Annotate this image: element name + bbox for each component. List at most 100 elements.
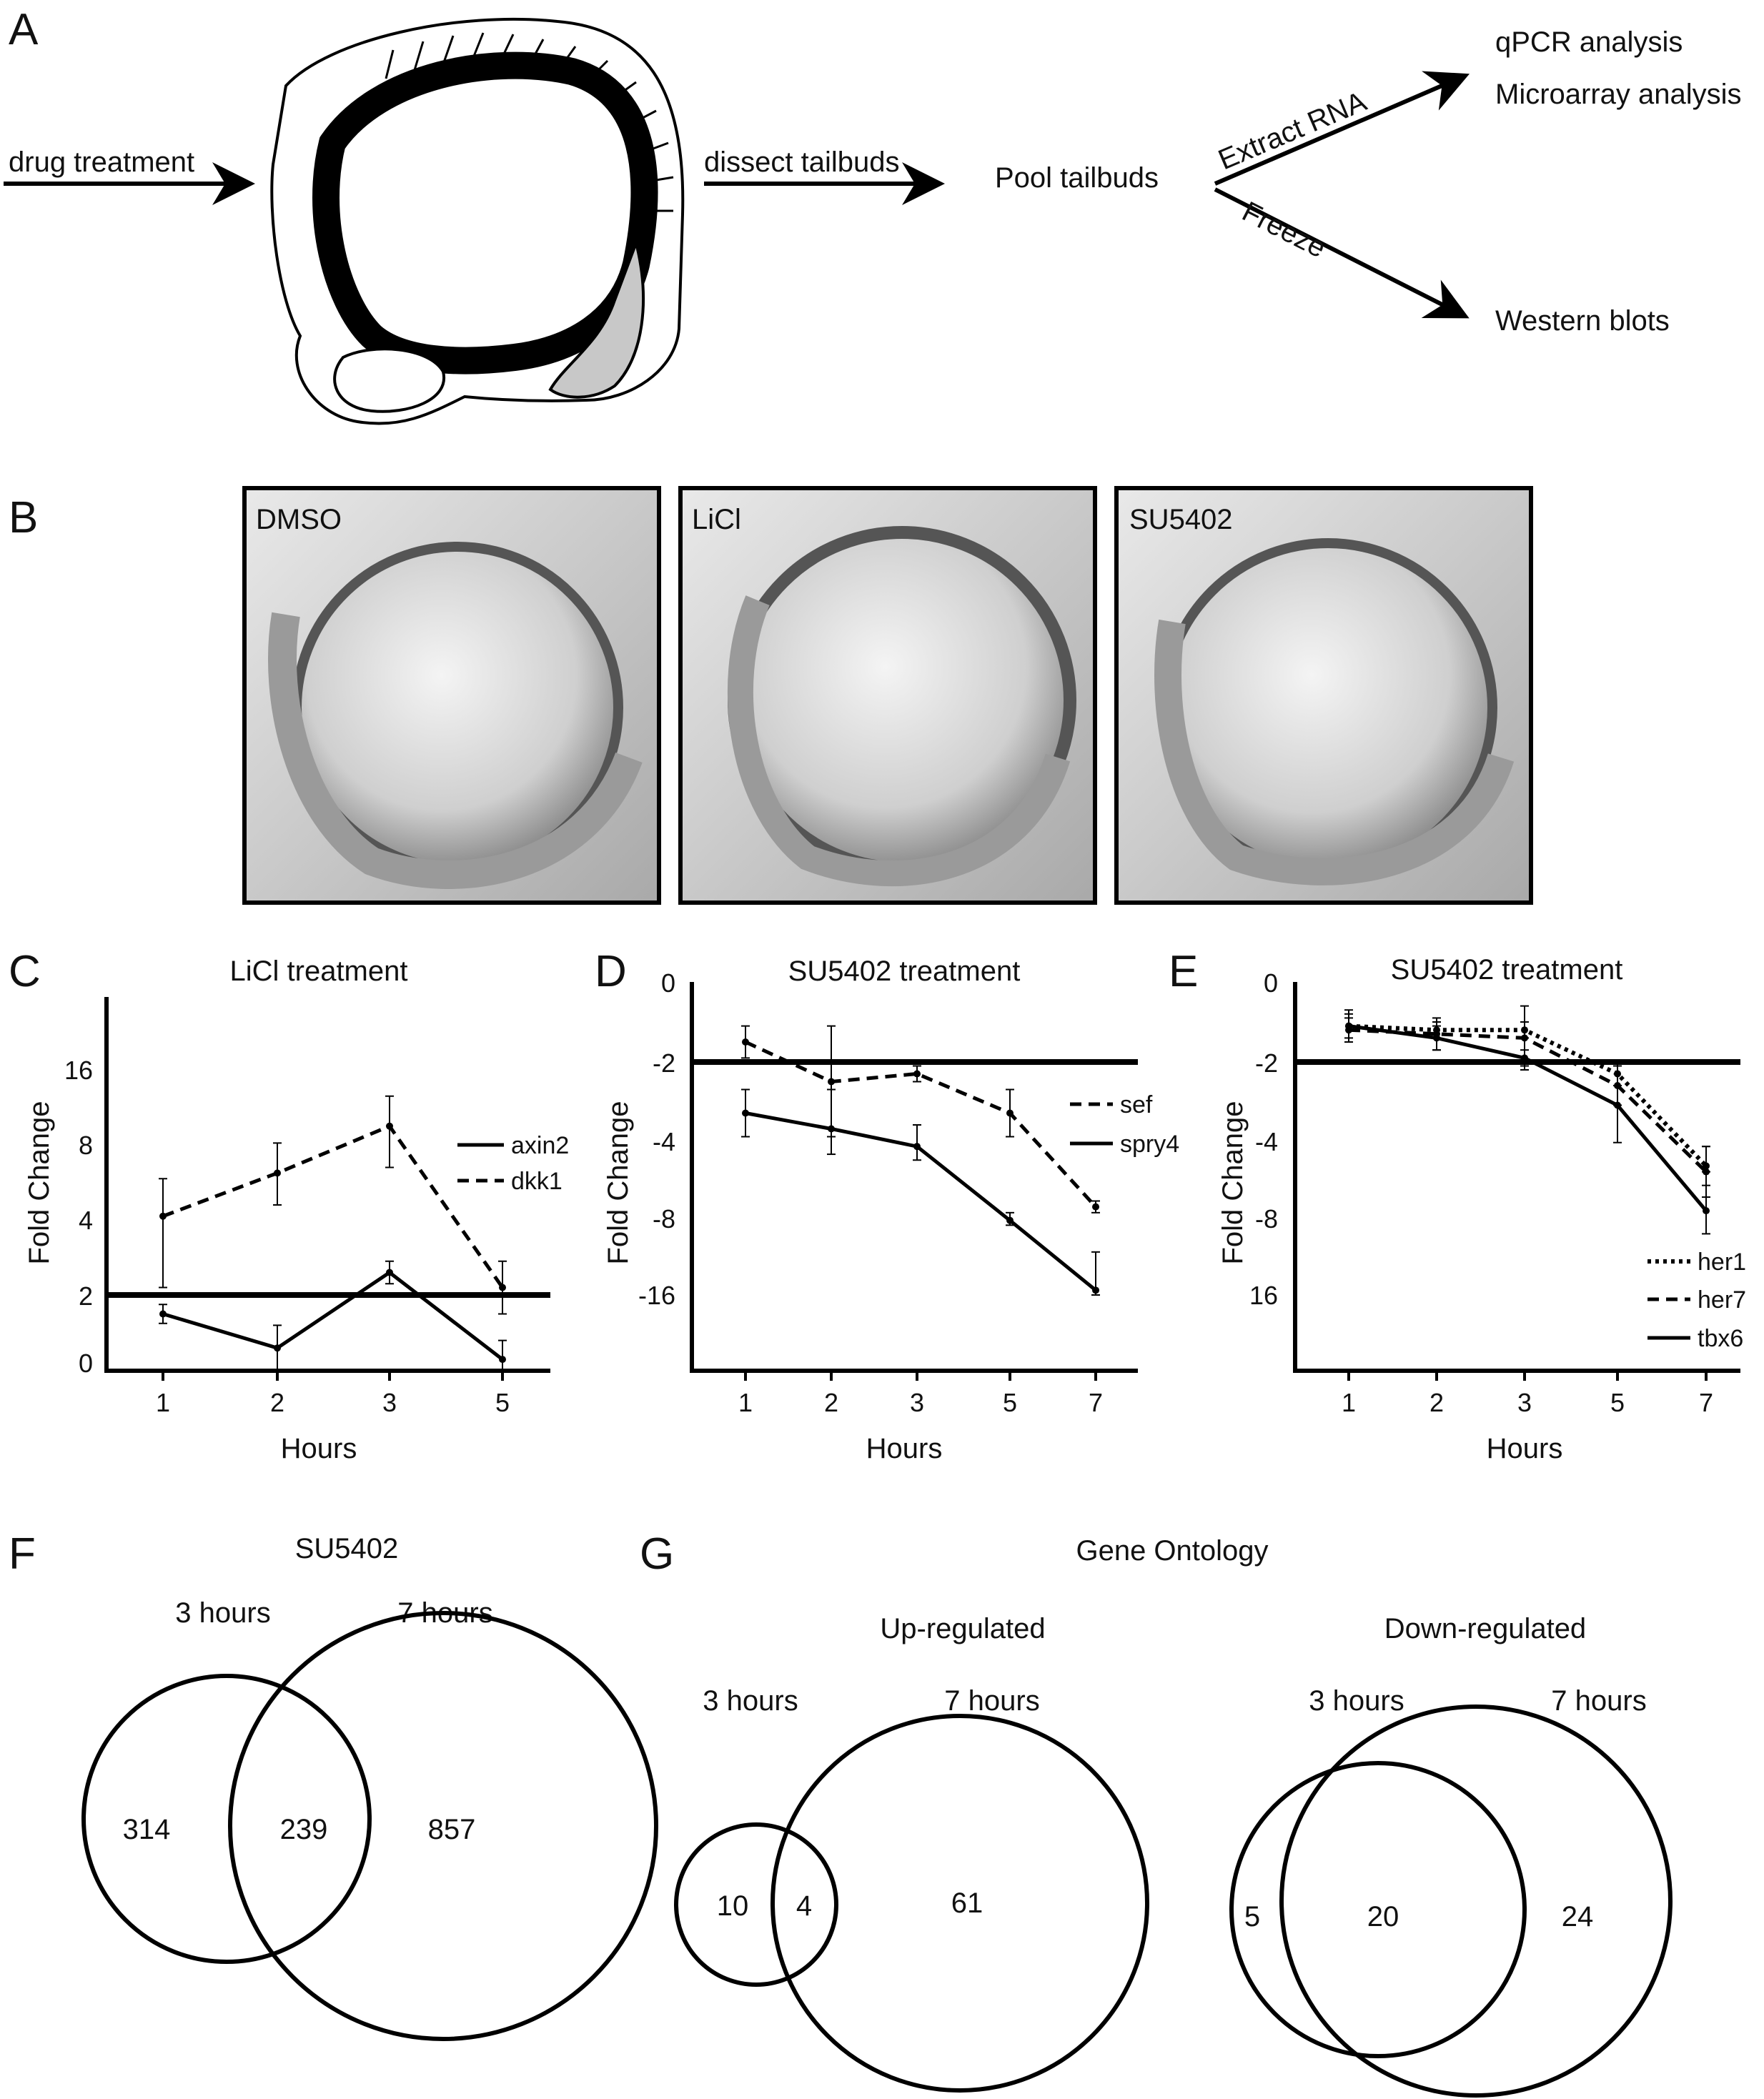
venn-g-up-heading: Up-regulated [880,1613,1045,1644]
chart-c-axin2-point [274,1344,281,1352]
chart-c-dkk1-point [159,1212,167,1220]
chart-d-title: SU5402 treatment [788,956,1021,987]
venn-g-up-right-label: 7 hours [944,1685,1039,1717]
tailbud-region [548,238,645,399]
chart-e-tbx6-point [1703,1207,1710,1215]
label-western: Western blots [1495,305,1670,337]
chart-e-xlabel: Hours [1487,1433,1563,1464]
chart-e-series-tbx6 [1348,1024,1708,1212]
chart-e-series-her7 [1348,1028,1708,1173]
chart-e-title: SU5402 treatment [1391,954,1623,986]
venn-g-down-left-label: 3 hours [1309,1685,1404,1717]
panel-label-c: C [9,947,41,996]
chart-c-series-dkk1 [162,1123,505,1289]
venn-g-down-heading: Down-regulated [1384,1613,1586,1644]
chart-d-ytick-neg4: -4 [653,1127,675,1156]
arrow-freeze [1214,187,1470,319]
venn-f-left-only: 314 [123,1814,171,1845]
chart-e-ytick-neg4: -4 [1255,1127,1278,1156]
chart-e-xtick-3: 3 [1517,1388,1532,1417]
chart-e-xtick-5: 5 [1610,1388,1625,1417]
panel-g: G Gene Ontology Up-regulated 3 hours 7 h… [640,1529,1673,2098]
chart-c-axin2-point [159,1310,167,1318]
chart-d-spry4-point [1006,1216,1014,1224]
chart-d-ylabel: Fold Change [603,1101,634,1264]
chart-d-xtick-7: 7 [1089,1388,1103,1417]
venn-f-overlap: 239 [280,1814,328,1845]
venn-g-up-right-only: 61 [951,1887,983,1919]
chart-c-xtick-1: 1 [156,1388,170,1417]
venn-f-circle-3h [81,1674,372,1964]
label-dissect-tailbuds: dissect tailbuds [704,147,899,178]
photo-label-dmso: DMSO [256,504,342,535]
chart-c-ytick-16: 16 [64,1056,93,1085]
chart-d-xtick-3: 3 [910,1388,924,1417]
chart-d-sef-point [913,1070,921,1078]
chart-d-xtick-1: 1 [738,1388,753,1417]
panel-d: D SU5402 treatment 1 2 3 5 7 0 -2 -4 -8 … [595,947,1179,1464]
label-drug-treatment: drug treatment [9,147,194,178]
chart-c-xtick-4: 5 [495,1388,510,1417]
chart-d-xticks [744,1371,1097,1381]
panel-label-a: A [9,5,39,54]
chart-d-series-spry4 [745,1111,1097,1292]
chart-d-sef-point [1006,1109,1014,1117]
panel-label-d: D [595,947,627,996]
embryo-photo-dmso: DMSO [242,486,661,905]
chart-e-ylabel: Fold Change [1217,1101,1249,1264]
chart-d-sef-point [1092,1203,1099,1211]
venn-g-down: Down-regulated 3 hours 7 hours 5 20 24 [1229,1613,1673,2098]
chart-c-xticks [162,1371,504,1381]
chart-e-legend-her1: her1 [1698,1249,1746,1276]
venn-g-up-circle-3h [674,1822,838,1987]
venn-g-down-circle-3h [1229,1761,1527,2058]
venn-g-up-overlap: 4 [796,1890,812,1922]
chart-c-axin2-point [386,1269,393,1276]
label-pool-tailbuds: Pool tailbuds [995,162,1159,194]
photo-label-licl: LiCl [692,504,741,535]
chart-e-tbx6-point [1345,1022,1352,1030]
chart-c-legend-dkk1: dkk1 [511,1168,563,1195]
chart-c-xtick-3: 3 [382,1388,397,1417]
chart-d-ytick-neg2: -2 [653,1048,675,1078]
chart-d-xtick-2: 2 [824,1388,838,1417]
chart-e-xtick-1: 1 [1342,1388,1356,1417]
panel-label-g: G [640,1529,674,1579]
chart-d-ytick-neg16: -16 [638,1281,675,1310]
chart-e-tbx6-point [1521,1054,1528,1062]
chart-d-spry4-point [1092,1286,1099,1294]
panel-c: C LiCl treatment 1 2 3 5 0 2 4 8 16 Fold… [9,947,569,1464]
venn-g-down-left-only: 5 [1244,1901,1260,1932]
chart-d-ytick-neg8: -8 [653,1204,675,1234]
chart-d-xlabel: Hours [866,1433,943,1464]
venn-g-up-circle-7h [770,1714,1149,2093]
chart-e-axes [1293,982,1740,1373]
chart-d-xtick-5: 5 [1003,1388,1017,1417]
chart-c-title: LiCl treatment [230,956,408,987]
photo-label-su5402: SU5402 [1129,504,1233,535]
chart-c-ytick-4: 4 [79,1206,93,1235]
chart-e-her7-point [1521,1034,1528,1042]
chart-d-plot [692,1025,1138,1296]
chart-c-dkk1-point [274,1169,281,1177]
chart-d-sef-point [742,1038,749,1046]
chart-c-axes [104,997,550,1373]
chart-c-xlabel: Hours [281,1433,357,1464]
chart-c-ylabel: Fold Change [24,1101,55,1264]
embryo-photo-su5402: SU5402 [1114,486,1533,905]
venn-g-down-overlap: 20 [1367,1901,1399,1932]
chart-c-series-axin2 [162,1270,504,1361]
venn-g-down-right-label: 7 hours [1551,1685,1646,1717]
venn-f-title: SU5402 [295,1533,399,1564]
chart-e-xticks [1347,1371,1708,1381]
chart-e-plot [1295,1005,1740,1235]
venn-f-right-only: 857 [428,1814,476,1845]
chart-e-legend-her7: her7 [1698,1286,1746,1314]
panel-e: E SU5402 treatment 1 2 3 5 7 0 -2 -4 -8 … [1169,947,1746,1464]
chart-e-ytick-0: 0 [1264,968,1278,998]
label-microarray: Microarray analysis [1495,79,1742,110]
chart-d-spry4-point [913,1143,921,1151]
chart-c-ytick-8: 8 [79,1131,93,1160]
embryo-schematic [270,17,685,425]
